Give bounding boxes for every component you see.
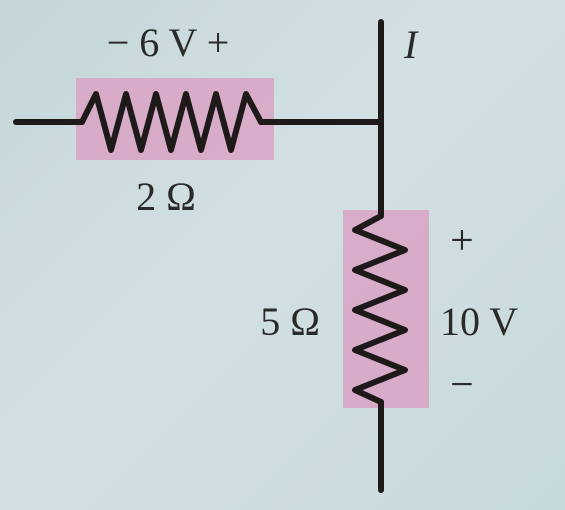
- right-resistor-voltage-label: 10 V: [440, 299, 518, 344]
- top-resistor-value-label: 2 Ω: [136, 174, 196, 219]
- right-resistor-value-label: 5 Ω: [260, 299, 320, 344]
- top-resistor-voltage-label: − 6 V +: [107, 20, 230, 65]
- current-label: I: [403, 22, 419, 67]
- right-resistor-plus-sign: +: [450, 218, 474, 264]
- right-resistor-minus-sign: −: [450, 362, 474, 408]
- right-resistor-5ohm: [352, 213, 408, 405]
- top-resistor-2ohm: [79, 91, 264, 153]
